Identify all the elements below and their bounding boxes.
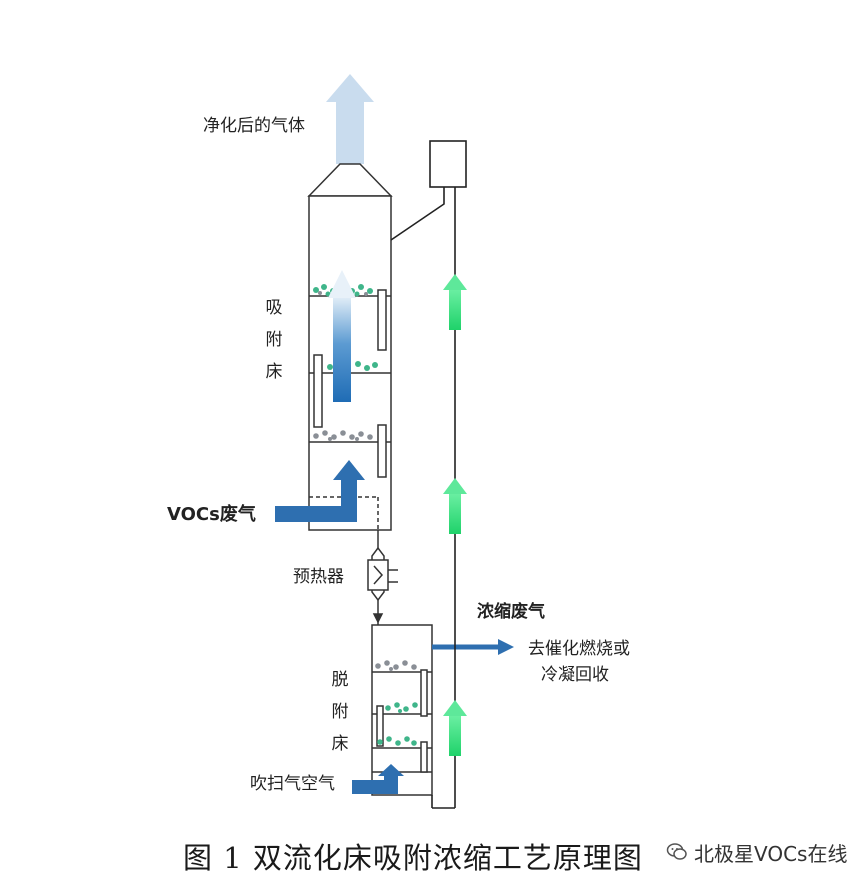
adsorption-bed-char: 吸 bbox=[265, 298, 283, 318]
vocs-inlet-arrow bbox=[275, 460, 365, 522]
purified-gas-label: 净化后的气体 bbox=[203, 116, 305, 136]
purified-gas-arrow bbox=[326, 74, 374, 164]
adsorption-bed-label: 吸 附 床 bbox=[264, 292, 284, 388]
watermark-text: 北极星VOCs在线 bbox=[694, 841, 848, 866]
preheater bbox=[367, 530, 398, 625]
destination-label-line1: 去催化燃烧或 bbox=[528, 639, 630, 659]
wechat-logo-icon bbox=[666, 843, 687, 860]
concentrated-gas-arrow bbox=[432, 639, 514, 655]
desorption-bed-label: 脱 附 床 bbox=[330, 664, 350, 760]
desorption-particles bbox=[375, 660, 418, 746]
recycle-arrow-middle bbox=[443, 478, 467, 534]
internal-gas-flow-arrow bbox=[328, 270, 356, 402]
desorption-bed-char: 附 bbox=[331, 702, 349, 722]
purge-air-label: 吹扫气空气 bbox=[250, 774, 335, 794]
desorption-bed-char: 脱 bbox=[331, 670, 349, 690]
desorption-tower bbox=[371, 624, 433, 796]
preheater-label: 预热器 bbox=[293, 567, 344, 587]
purge-air-arrow bbox=[352, 764, 404, 794]
vocs-gas-label: VOCs废气 bbox=[167, 504, 256, 525]
recycle-arrow-upper bbox=[443, 274, 467, 330]
desorption-bed-char: 床 bbox=[331, 734, 349, 754]
destination-label-line2: 冷凝回收 bbox=[541, 665, 609, 685]
adsorption-bed-char: 附 bbox=[265, 330, 283, 350]
watermark: 北极星VOCs在线 bbox=[662, 835, 852, 869]
recycle-flow-arrows bbox=[443, 274, 467, 756]
figure-caption: 图 1 双流化床吸附浓缩工艺原理图 bbox=[183, 841, 643, 875]
adsorption-tower bbox=[307, 163, 393, 531]
adsorption-bed-char: 床 bbox=[265, 362, 283, 382]
concentrated-gas-label: 浓缩废气 bbox=[477, 602, 545, 622]
recycle-arrow-lower bbox=[443, 700, 467, 756]
